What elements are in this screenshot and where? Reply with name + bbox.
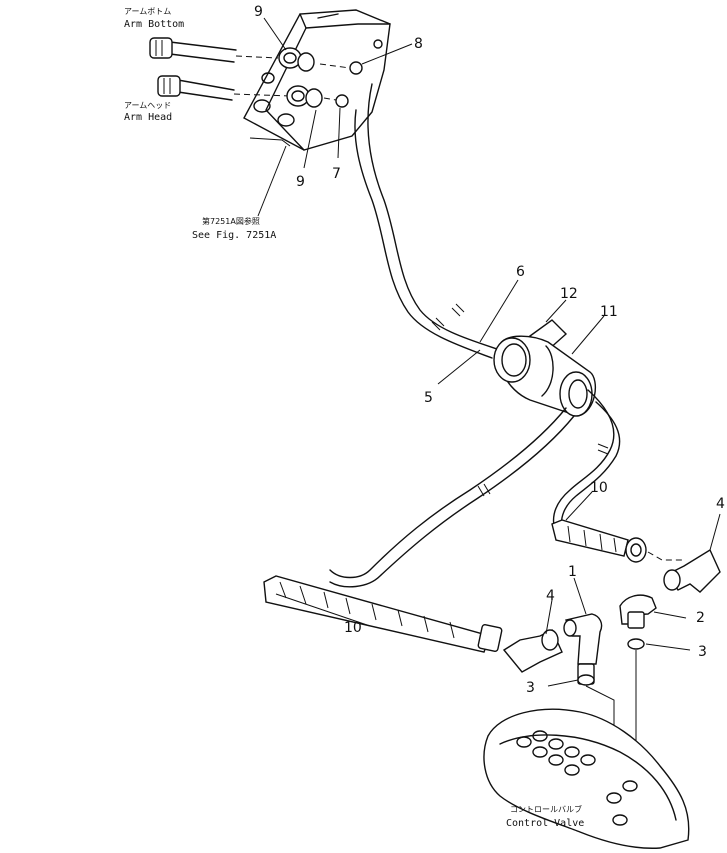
elbow-2 (619, 594, 657, 629)
callout-12: 12 (560, 286, 578, 302)
hose-10-right (551, 519, 647, 563)
arm-head-label-jp: アームヘッド (124, 101, 171, 110)
elbow-4-right (647, 548, 721, 593)
elbow-1 (563, 613, 603, 685)
see-fig-label-jp: 第7251A図参照 (202, 216, 260, 226)
o-ring-3-left (577, 674, 595, 686)
arm-bottom-label-en: Arm Bottom (124, 19, 184, 30)
callout-1: 1 (568, 564, 577, 580)
callout-4-left: 4 (546, 588, 555, 604)
callout-10-left: 10 (344, 620, 362, 636)
hose-right-run (552, 389, 621, 529)
o-ring-3-right (627, 638, 645, 650)
callout-5: 5 (424, 390, 433, 406)
callout-2: 2 (696, 610, 705, 626)
callout-7: 7 (332, 166, 341, 182)
control-valve-label-en: Control Valve (506, 818, 584, 829)
callout-3-right: 3 (698, 644, 707, 660)
see-fig-label-en: See Fig. 7251A (192, 230, 276, 241)
clamp-11 (493, 319, 597, 417)
arm-bottom-hose (149, 37, 237, 63)
hose-10-left (263, 575, 503, 653)
elbow-4-left (502, 629, 563, 673)
hose-left-run (329, 407, 575, 588)
control-valve (483, 708, 690, 849)
callout-10-right: 10 (590, 480, 608, 496)
control-valve-label-jp: コントロールバルブ (510, 804, 582, 814)
fitting-9-lower (286, 85, 323, 108)
arm-head-label-en: Arm Head (124, 112, 172, 123)
hose-5-6-upper (354, 83, 501, 359)
callout-4-right: 4 (716, 496, 725, 512)
callout-3-left: 3 (526, 680, 535, 696)
arm-head-hose (157, 75, 235, 101)
fitting-9-upper (278, 47, 315, 72)
callout-11: 11 (600, 304, 618, 320)
callout-6: 6 (516, 264, 525, 280)
callout-8: 8 (414, 36, 423, 52)
callout-9-top: 9 (254, 4, 263, 20)
manifold-block (243, 9, 391, 151)
o-ring-7 (335, 94, 349, 108)
callout-9-bottom: 9 (296, 174, 305, 190)
arm-bottom-label-jp: アームボトム (124, 7, 171, 16)
o-ring-8 (349, 61, 363, 75)
